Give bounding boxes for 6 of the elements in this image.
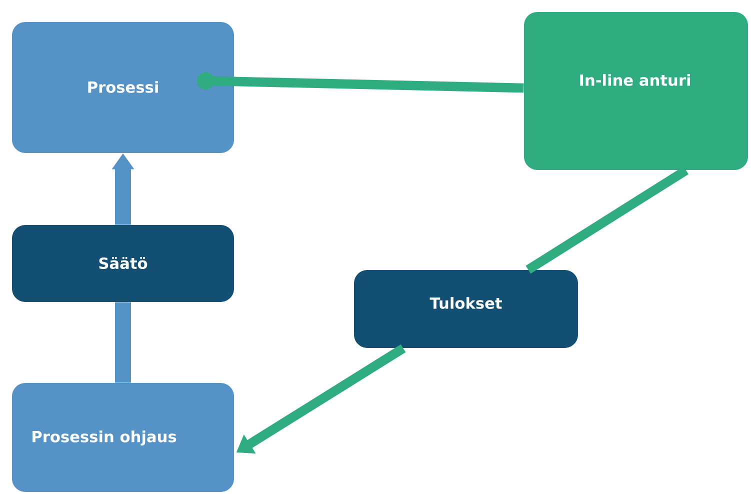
process-box: In-line anturi <box>524 12 748 170</box>
process-box: Tulokset <box>354 270 578 348</box>
process-box: Prosessin ohjaus <box>12 383 234 492</box>
arrow <box>196 72 524 93</box>
process-box: Säätö <box>12 225 234 302</box>
process-box: Prosessi <box>12 22 234 153</box>
